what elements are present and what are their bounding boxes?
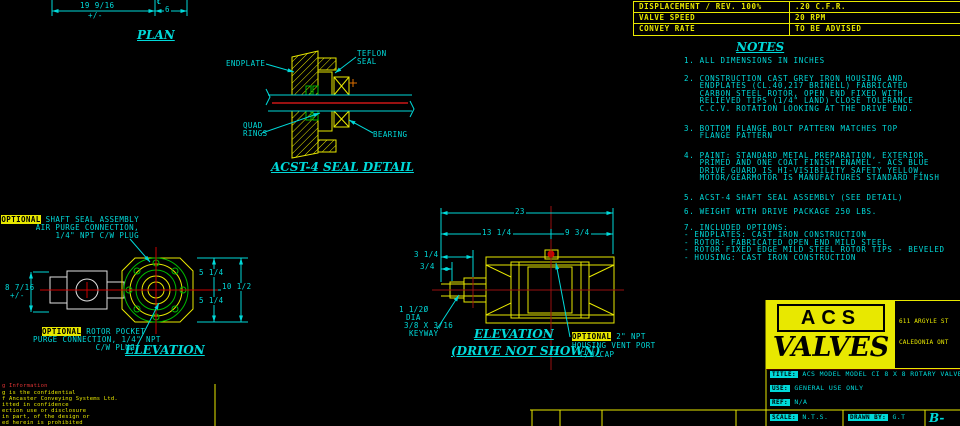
spec-label: VALVE SPEED xyxy=(634,13,790,23)
dim-shaft-ext: 3 1/4 xyxy=(414,250,439,259)
dim-height: 8 7/16 xyxy=(5,283,35,292)
confidential-heading: g Information xyxy=(2,383,48,389)
spec-row-displacement: DISPLACEMENT / REV. 100% .20 C.F.R. xyxy=(634,2,960,13)
drawn-by-cell: DRAWN BY: G.T xyxy=(848,413,905,422)
plan-title: PLAN xyxy=(137,28,175,42)
dim-right-section: 9 3/4 xyxy=(564,228,591,237)
plan-dim-width: 19 9/16 xyxy=(80,1,115,10)
titleblock-row-ref: REF: N/A xyxy=(770,398,807,407)
shaft-seal-note-rest: SHAFT SEAL ASSEMBLY xyxy=(40,215,139,224)
confidential-line: ection use or disclosure xyxy=(2,408,87,414)
logo-valves-text: VALVES xyxy=(772,332,890,363)
shaft-diameter: 1 1/2Ø xyxy=(399,305,429,314)
seal-detail-title: ACST-4 SEAL DETAIL xyxy=(271,160,414,174)
dim-lower-half: 5 1/4 xyxy=(198,296,225,305)
confidential-line: ed herein is prohibited xyxy=(2,420,83,426)
optional-highlight: OPTIONAL xyxy=(1,215,41,224)
shaft-seal-note-line1: OPTIONAL SHAFT SEAL ASSEMBLY xyxy=(1,215,139,224)
endplate-label: ENDPLATE xyxy=(226,59,266,68)
company-logo-block: ACS VALVES 611 ARGYLE ST CALEDONIA ONT P… xyxy=(766,300,960,369)
side-elevation-title: ELEVATION xyxy=(474,327,554,341)
company-address: 611 ARGYLE ST CALEDONIA ONT PHONE: 905-7… xyxy=(895,301,960,368)
rotor-pocket-note-rest: ROTOR POCKET xyxy=(81,327,146,336)
drawing-ref-text: N/A xyxy=(794,398,808,406)
rotor-pocket-note-line3: C/W PLUG xyxy=(95,343,135,352)
dim-upper-half: 5 1/4 xyxy=(198,268,225,277)
scale-value: N.T.S. xyxy=(802,413,829,421)
teflon-seal-label: TEFLON SEAL xyxy=(357,49,387,66)
scale-cell: SCALE: N.T.S. xyxy=(770,413,828,422)
notes-title: NOTES xyxy=(736,40,785,54)
rotor-pocket-note-line2: PURGE CONNECTION, 1/4" NPT xyxy=(33,335,161,344)
note-4: 4. PAINT: STANDARD METAL PREPARATION, EX… xyxy=(684,151,940,183)
spec-row-convey-rate: CONVEY RATE TO BE ADVISED xyxy=(634,24,960,35)
shaft-diameter-unit: DIA xyxy=(406,313,421,322)
logo-acs-text: ACS xyxy=(777,304,885,332)
drawing-title-text: ACS MODEL MODEL CI 8 X 8 ROTARY VALVE, G… xyxy=(802,370,960,378)
titleblock-row-title: TITLE: ACS MODEL MODEL CI 8 X 8 ROTARY V… xyxy=(770,370,960,379)
dim-overall: 23 xyxy=(514,207,526,216)
drawing-use-text: GENERAL USE ONLY xyxy=(794,384,864,392)
confidential-line: in part, of the design or xyxy=(2,414,90,420)
dim-shaft-step: 3/4 xyxy=(420,262,435,271)
shaft-seal-note-line3: 1/4" NPT C/W PLUG xyxy=(55,231,139,240)
note-3: 3. BOTTOM FLANGE BOLT PATTERN MATCHES TO… xyxy=(684,124,898,141)
rotor-pocket-note-line1: OPTIONAL ROTOR POCKET xyxy=(42,327,146,336)
vent-note-line2: HOUSING VENT PORT xyxy=(572,341,656,350)
seal-detail-drawing xyxy=(261,50,415,159)
quad-rings-label: QUAD RINGS xyxy=(243,121,268,138)
note-6: 6. WEIGHT WITH DRIVE PACKAGE 250 LBS. xyxy=(684,207,877,216)
drawing-number: B-22 xyxy=(929,411,946,426)
titleblock-label: TITLE: xyxy=(770,371,799,378)
titleblock-label: USE: xyxy=(770,385,791,392)
acs-valves-logo: ACS VALVES xyxy=(767,301,895,368)
spec-row-valve-speed: VALVE SPEED 20 RPM xyxy=(634,13,960,24)
titleblock-row-use: USE: GENERAL USE ONLY xyxy=(770,384,863,393)
vent-note-line1: OPTIONAL 2" NPT xyxy=(572,332,646,341)
spec-value: 20 RPM xyxy=(795,13,826,22)
keyway-size: 3/8 X 3/16 xyxy=(404,321,454,330)
note-5: 5. ACST-4 SHAFT SEAL ASSEMBLY (SEE DETAI… xyxy=(684,193,904,202)
note-2: 2. CONSTRUCTION CAST GREY IRON HOUSING A… xyxy=(684,74,914,113)
vent-note-rest: 2" NPT xyxy=(611,332,646,341)
centerline-symbol: ℄ xyxy=(157,0,162,6)
spec-value: TO BE ADVISED xyxy=(795,24,862,33)
side-elevation-subtitle: (DRIVE NOT SHOWN) xyxy=(451,344,601,358)
dim-total-height: 10 1/2 xyxy=(221,282,253,291)
confidential-line: g is the confidential xyxy=(2,390,76,396)
spec-table: DISPLACEMENT / REV. 100% .20 C.F.R. VALV… xyxy=(633,1,960,36)
plan-dim-right: 6 xyxy=(164,5,171,14)
keyway-label: KEYWAY xyxy=(409,329,439,338)
bearing-label: BEARING xyxy=(373,130,408,139)
note-7: 7. INCLUDED OPTIONS: - ENDPLATES: CAST I… xyxy=(684,223,945,262)
spec-label: DISPLACEMENT / REV. 100% xyxy=(634,2,790,12)
spec-value: .20 C.F.R. xyxy=(795,2,847,11)
plan-dim-tolerance: +/- xyxy=(88,11,103,20)
scale-label: SCALE: xyxy=(770,414,799,421)
dim-left-section: 13 1/4 xyxy=(481,228,513,237)
note-1: 1. ALL DIMENSIONS IN INCHES xyxy=(684,56,825,65)
spec-label: CONVEY RATE xyxy=(634,24,790,35)
titleblock-label: REF: xyxy=(770,399,791,406)
shaft-seal-note-line2: AIR PURGE CONNECTION, xyxy=(35,223,139,232)
vent-note-line3: C/W CAP xyxy=(580,350,615,359)
front-elevation-title: ELEVATION xyxy=(125,343,205,357)
front-elevation-drawing xyxy=(29,238,248,347)
drawn-by-value: G.T xyxy=(892,413,906,421)
plan-view-dimensions xyxy=(51,0,188,16)
optional-highlight: OPTIONAL xyxy=(42,327,82,336)
optional-highlight: OPTIONAL xyxy=(572,332,612,341)
address-line: 611 ARGYLE ST xyxy=(899,318,949,325)
drawn-by-label: DRAWN BY: xyxy=(848,414,889,421)
confidential-line: itted in confidence xyxy=(2,402,69,408)
dim-height-tol: +/- xyxy=(10,291,25,300)
address-line: CALEDONIA ONT xyxy=(899,339,949,346)
confidential-line: f Ancaster Conveying Systems Ltd. xyxy=(2,396,118,402)
